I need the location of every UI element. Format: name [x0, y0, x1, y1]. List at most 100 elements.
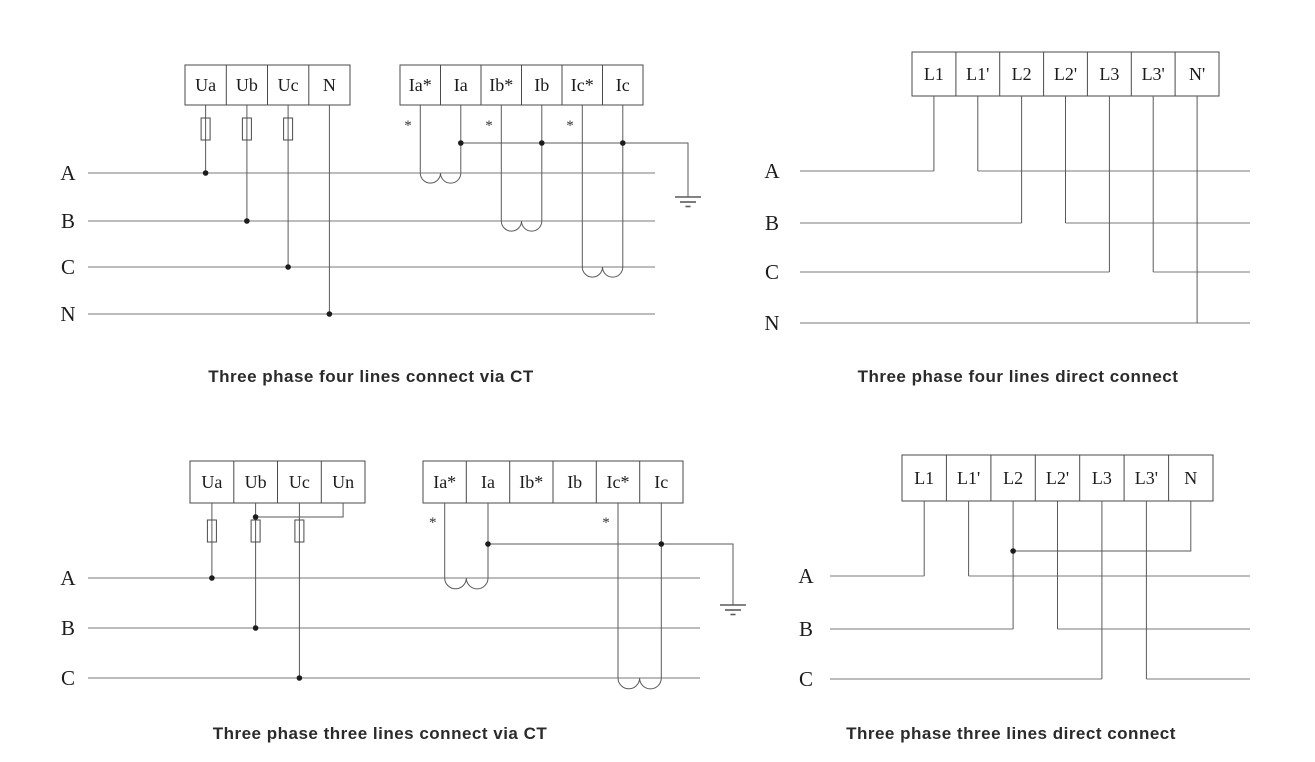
terminal-label: Ic* — [571, 75, 594, 95]
phase-label: C — [765, 260, 779, 284]
terminal-label: L1 — [924, 64, 944, 84]
phase-label: B — [61, 209, 75, 233]
diagram-three-phase-four-lines-direct: A B C N L1 L1' L2 L2' L3 L3' N' — [764, 51, 1250, 386]
phase-labels: A B C — [798, 564, 814, 691]
current-wires — [419, 105, 624, 267]
terminal-label: N — [1184, 468, 1197, 488]
fuse-icon — [206, 519, 217, 543]
terminal-label: L3 — [1099, 64, 1119, 84]
terminal-label: L1' — [966, 64, 989, 84]
phase-label: A — [764, 159, 780, 183]
terminal-label: Ib* — [519, 472, 543, 492]
ct-coil-icons — [444, 577, 662, 690]
phase-lines — [88, 172, 655, 315]
terminal-label: Ua — [201, 472, 222, 492]
terminal-label: Ib — [567, 472, 582, 492]
junction-dots — [209, 575, 303, 681]
polarity-asterisk: * — [566, 118, 574, 134]
terminal-label: L2' — [1054, 64, 1077, 84]
diagram-caption: Three phase four lines direct connect — [858, 367, 1179, 386]
un-to-ub-link — [255, 503, 344, 518]
terminal-label: N' — [1189, 64, 1205, 84]
diagram-caption: Three phase three lines direct connect — [846, 724, 1176, 743]
diagram-caption: Three phase three lines connect via CT — [213, 724, 548, 743]
terminal-label: L2 — [1012, 64, 1032, 84]
neutral-bus — [485, 541, 734, 605]
phase-label: C — [799, 667, 813, 691]
neutral-bus — [458, 140, 689, 197]
terminal-label: Uc — [289, 472, 310, 492]
phase-label: C — [61, 666, 75, 690]
terminal-box: L1 L1' L2 L2' L3 L3' N' — [911, 51, 1220, 97]
terminal-label: L1 — [914, 468, 934, 488]
terminal-wires — [933, 96, 1198, 323]
voltage-wires — [211, 503, 344, 678]
diagram-three-phase-four-lines-ct: A B C N Ua Ub Uc N — [60, 64, 701, 386]
phase-labels: A B C N — [60, 161, 76, 326]
ct-coil-icons — [419, 172, 624, 278]
polarity-asterisk: * — [602, 515, 610, 531]
phase-label: N — [60, 302, 75, 326]
terminal-label: L3' — [1142, 64, 1165, 84]
terminal-wires — [923, 501, 1192, 679]
phase-label: B — [799, 617, 813, 641]
terminal-label: L2 — [1003, 468, 1023, 488]
voltage-terminal-box: Ua Ub Uc Un — [189, 460, 366, 504]
junction-dots — [202, 170, 333, 317]
diagram-three-phase-three-lines-ct: A B C Ua Ub Uc Un — [60, 460, 746, 743]
terminal-label: Ic* — [607, 472, 630, 492]
terminal-box: L1 L1' L2 L2' L3 L3' N — [901, 454, 1214, 502]
terminal-label: Ia — [454, 75, 468, 95]
terminal-label: L2' — [1046, 468, 1069, 488]
polarity-asterisk: * — [429, 515, 437, 531]
terminal-label: Uc — [278, 75, 299, 95]
terminal-label: Ub — [236, 75, 258, 95]
terminal-label: Ia* — [409, 75, 432, 95]
ct-coil-icon — [500, 220, 543, 232]
terminal-label: Un — [332, 472, 354, 492]
current-wires — [444, 503, 662, 678]
polarity-marks: * * * — [404, 118, 574, 134]
ct-coil-icon — [581, 266, 624, 278]
terminal-label: Ib* — [489, 75, 513, 95]
phase-lines — [88, 577, 700, 679]
fuse-icons — [206, 519, 305, 543]
phase-lines — [800, 170, 1250, 324]
earth-ground-icon — [720, 604, 746, 616]
terminal-label: L1' — [957, 468, 980, 488]
fuse-icon — [283, 117, 294, 141]
terminal-label: Ua — [195, 75, 216, 95]
terminal-label: N — [323, 75, 336, 95]
voltage-terminal-box: Ua Ub Uc N — [184, 64, 351, 106]
terminal-label: L3' — [1135, 468, 1158, 488]
terminal-label: Ic — [654, 472, 668, 492]
polarity-asterisk: * — [485, 118, 493, 134]
ct-coil-icon — [419, 172, 462, 184]
current-terminal-box: Ia* Ia Ib* Ib Ic* Ic — [399, 64, 644, 106]
phase-label: C — [61, 255, 75, 279]
phase-labels: A B C N — [764, 159, 780, 335]
phase-label: N — [764, 311, 779, 335]
current-terminal-box: Ia* Ia Ib* Ib Ic* Ic — [422, 460, 684, 504]
fuse-icon — [294, 519, 305, 543]
phase-labels: A B C — [60, 566, 76, 690]
fuse-icon — [241, 117, 252, 141]
phase-label: B — [765, 211, 779, 235]
voltage-wires — [205, 105, 330, 314]
phase-lines — [830, 575, 1250, 680]
earth-ground-icon — [675, 196, 701, 208]
terminal-label: Ub — [245, 472, 267, 492]
fuse-icons — [200, 117, 294, 141]
ct-coil-icon — [444, 577, 489, 590]
terminal-label: L3 — [1092, 468, 1112, 488]
terminal-label: Ib — [534, 75, 549, 95]
terminal-label: Ia — [481, 472, 495, 492]
polarity-asterisk: * — [404, 118, 412, 134]
phase-label: A — [60, 566, 76, 590]
phase-label: A — [60, 161, 76, 185]
n-to-l2-link — [1013, 501, 1192, 552]
phase-label: A — [798, 564, 814, 588]
polarity-marks: * * — [429, 515, 610, 531]
